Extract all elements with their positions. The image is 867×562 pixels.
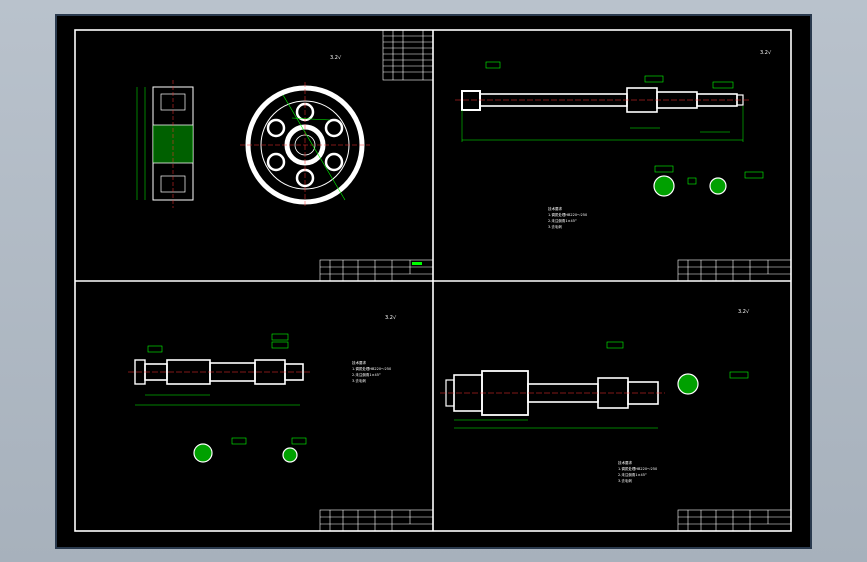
title-block [319,509,434,532]
notes-line: 3.去毛刺 [352,379,366,383]
notes-line: 2.未注倒角1×45° [352,373,381,377]
parts-list-table [382,29,434,81]
sheet-top-left [136,29,434,282]
sheet-bottom-right [440,341,792,532]
shaft-section-a [193,437,247,463]
notes-title: 技术要求 [352,361,366,365]
notes-title: 技术要求 [548,207,562,211]
title-block [677,509,792,532]
technical-notes-bottom-right: 技术要求 1.调质处理HB220～250 2.未注倒角1×45° 3.去毛刺 [618,460,657,484]
title-block [319,259,434,282]
shaft-elevation-view [128,333,310,406]
shaft-section-b [282,437,307,463]
notes-line: 3.去毛刺 [618,479,632,483]
pulley-section-view [136,80,194,208]
notes-line: 3.去毛刺 [548,225,562,229]
notes-line: 1.调质处理HB220～250 [618,467,658,471]
shaft-section-b [709,171,764,195]
notes-line: 1.调质处理HB220～250 [352,367,392,371]
title-block [677,259,792,282]
sheet-top-right [455,61,792,282]
notes-title: 技术要求 [618,461,632,465]
notes-line: 2.未注倒角1×45° [618,473,647,477]
technical-notes-top-right: 技术要求 1.调质处理HB220～250 2.未注倒角1×45° 3.去毛刺 [548,206,587,230]
technical-notes-bottom-left: 技术要求 1.调质处理HB220～250 2.未注倒角1×45° 3.去毛刺 [352,360,391,384]
pulley-front-view [240,82,370,208]
shaft-elevation-view [440,341,749,429]
shaft-section-a [677,373,699,395]
sheet-bottom-left [128,333,434,532]
shaft-elevation-view [455,61,750,142]
shaft-section-a [653,165,697,197]
notes-line: 2.未注倒角1×45° [548,219,577,223]
notes-line: 1.调质处理HB220～250 [548,213,588,217]
